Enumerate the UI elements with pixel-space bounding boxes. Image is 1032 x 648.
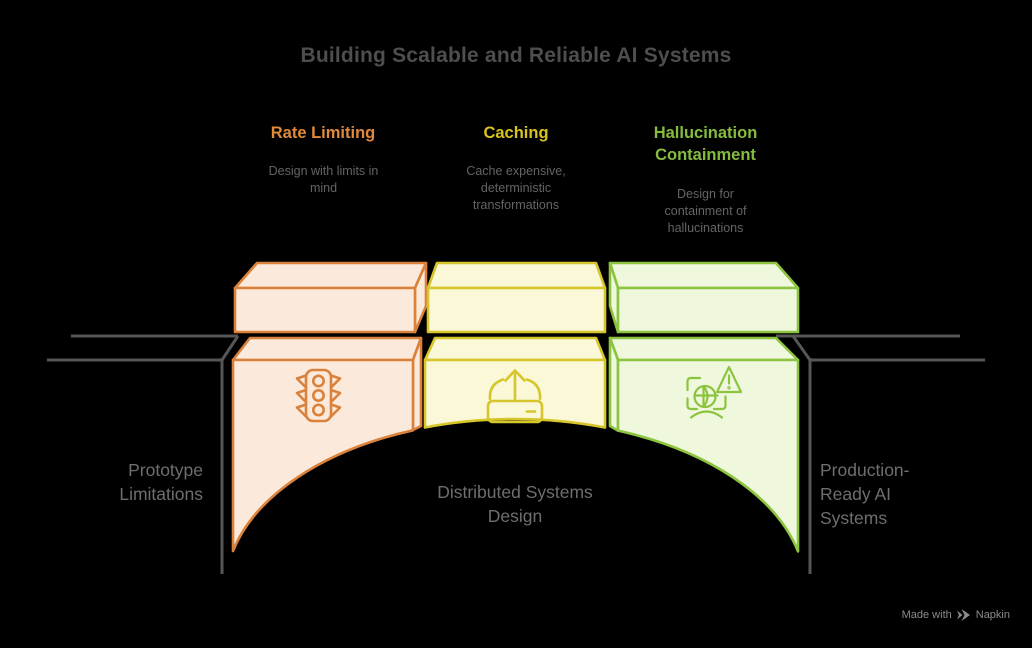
napkin-logo-icon (956, 609, 970, 621)
column-heading-rate-limiting: Rate Limiting (270, 124, 376, 142)
column-description-caching: Cache expensive, deterministic transform… (466, 164, 566, 212)
made-with-text: Made with (901, 609, 952, 621)
upload-drive-icon (486, 369, 544, 424)
column-heading-hallucination-containment: Hallucination Containment (653, 124, 758, 164)
column-description-rate-limiting: Design with limits in mind (268, 164, 379, 195)
green-top-slab (608, 261, 800, 334)
green-vault-box (608, 336, 800, 553)
deck-corner-left (220, 335, 240, 361)
deck-corner-right (791, 335, 812, 361)
stage-label-production-ready-ai-systems: Production-Ready AI Systems (820, 460, 910, 528)
page-title: Building Scalable and Reliable AI System… (300, 44, 732, 67)
traffic-light-icon (295, 368, 342, 423)
made-with-napkin-attribution[interactable]: Made with Napkin (902, 609, 1010, 621)
napkin-brand-text: Napkin (975, 609, 1010, 621)
bridge-structure (47, 334, 985, 574)
orange-top-slab (233, 261, 428, 334)
column-description-hallucination-containment: Design for containment of hallucinations (664, 187, 747, 235)
column-heading-caching: Caching (483, 124, 549, 142)
yellow-top-slab (426, 261, 607, 334)
stage-label-prototype-limitations: Prototype Limitations (119, 460, 203, 504)
hallucination-warning-icon (686, 365, 743, 419)
orange-vault-box (231, 336, 423, 553)
stage-label-distributed-systems-design: Distributed Systems Design (437, 482, 593, 526)
